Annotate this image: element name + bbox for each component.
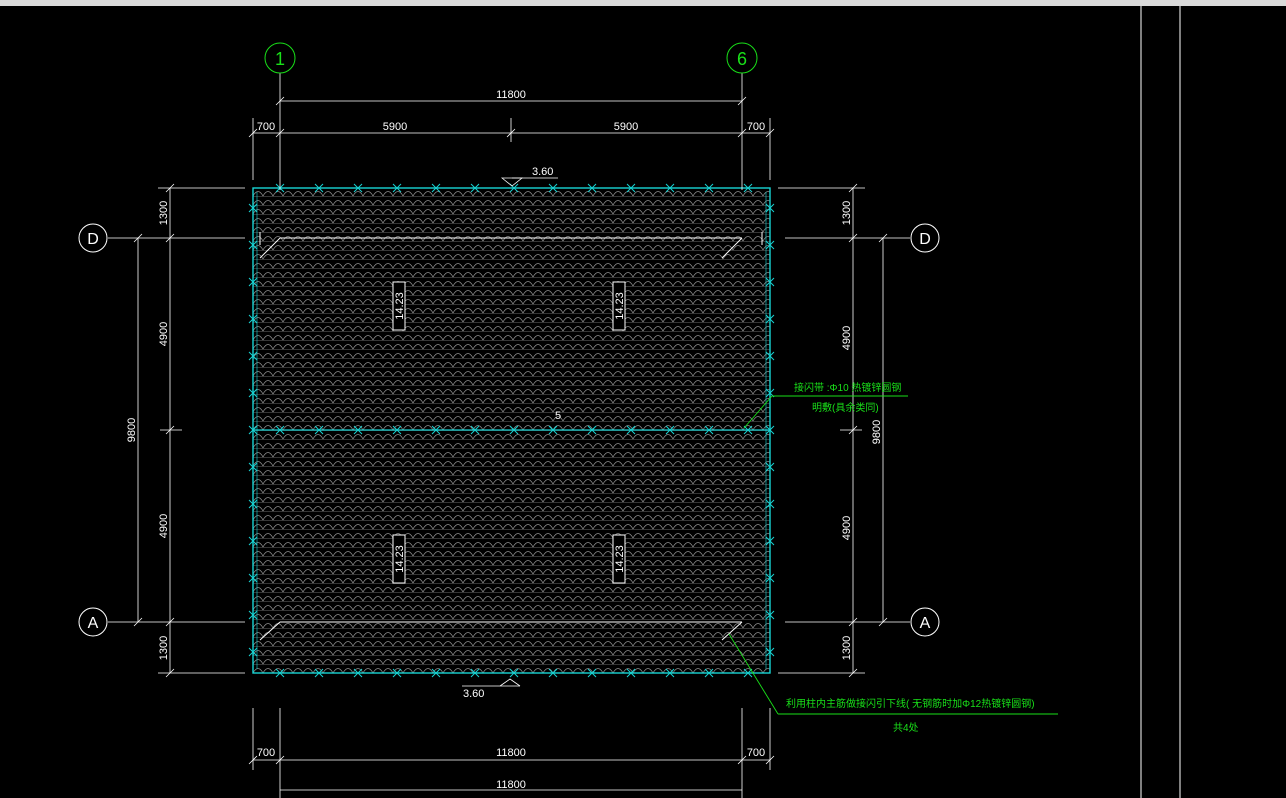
- dim-left-lower-bay: 4900: [158, 514, 170, 538]
- axis-label-col-left: 1: [275, 49, 285, 69]
- dim-right-top-eave: 1300: [841, 201, 853, 225]
- dim-top-left-overhang: 700: [257, 121, 275, 133]
- elevation-top: 3.60: [532, 166, 553, 178]
- elevation-symbols: [462, 177, 558, 687]
- dim-right-total: 9800: [871, 420, 883, 444]
- axis-label-row-bottom-left: A: [88, 615, 99, 632]
- slope-label-lr: 14.23: [614, 545, 626, 573]
- note-lightning-strip-1: 接闪带 :Φ10 热镀锌圆钢: [794, 381, 901, 394]
- dim-bottom-total: 11800: [496, 779, 526, 791]
- elevation-bottom: 3.60: [463, 688, 484, 700]
- axis-bubble-row-top-left[interactable]: D: [78, 223, 108, 253]
- axis-bubble-col-right[interactable]: 6: [726, 42, 758, 74]
- axis-bubble-col-left[interactable]: 1: [264, 42, 296, 74]
- dim-top-right-overhang: 700: [747, 121, 765, 133]
- axis-label-row-top-left: D: [87, 231, 99, 248]
- slope-label-ll: 14.23: [394, 545, 406, 573]
- dim-left-upper-bay: 4900: [158, 322, 170, 346]
- leader-lines: [728, 395, 1058, 715]
- dim-bottom-span: 11800: [496, 747, 526, 759]
- dim-top-bay-2: 5900: [614, 121, 638, 133]
- dim-left-bottom-eave: 1300: [158, 636, 170, 660]
- axis-label-col-right: 6: [737, 49, 747, 69]
- structure-lines: [259, 232, 763, 641]
- axis-bubble-row-top-right[interactable]: D: [910, 223, 940, 253]
- dim-right-lower-bay: 4900: [841, 516, 853, 540]
- note-down-conductor-1: 利用柱内主筋做接闪引下线( 无钢筋时加Φ12热镀锌圆钢): [786, 697, 1035, 710]
- slope-label-ur: 14.23: [614, 292, 626, 320]
- axis-label-row-top-right: D: [919, 231, 931, 248]
- dimension-lines: [108, 70, 910, 798]
- axis-bubble-row-bottom-right[interactable]: A: [910, 607, 940, 637]
- lightning-strip-markers: [248, 183, 775, 678]
- dim-right-bottom-eave: 1300: [841, 636, 853, 660]
- dim-top-total: 11800: [496, 89, 526, 101]
- slope-arrow-ur: [612, 281, 626, 331]
- dim-bottom-right-overhang: 700: [747, 747, 765, 759]
- dim-bottom-left-overhang: 700: [257, 747, 275, 759]
- note-down-conductor-2: 共4处: [893, 722, 919, 734]
- slope-arrows: [392, 281, 626, 584]
- dim-left-total: 9800: [126, 418, 138, 442]
- dim-right-upper-bay: 4900: [841, 326, 853, 350]
- slope-arrow-ll: [392, 534, 406, 584]
- dim-left-top-eave: 1300: [158, 201, 170, 225]
- note-lightning-strip-2: 明敷(具余类同): [812, 401, 879, 414]
- slope-arrow-ul: [392, 281, 406, 331]
- slope-arrow-lr: [612, 534, 626, 584]
- cad-drawing-canvas[interactable]: 14.23 14.23 14.23 14.23: [0, 6, 1286, 798]
- dim-top-bay-1: 5900: [383, 121, 407, 133]
- top-toolbar-strip: [0, 0, 1286, 6]
- elevation-ridge: 5: [555, 410, 561, 422]
- slope-label-ul: 14.23: [394, 292, 406, 320]
- axis-label-row-bottom-right: A: [920, 615, 931, 632]
- axis-bubble-row-bottom-left[interactable]: A: [78, 607, 108, 637]
